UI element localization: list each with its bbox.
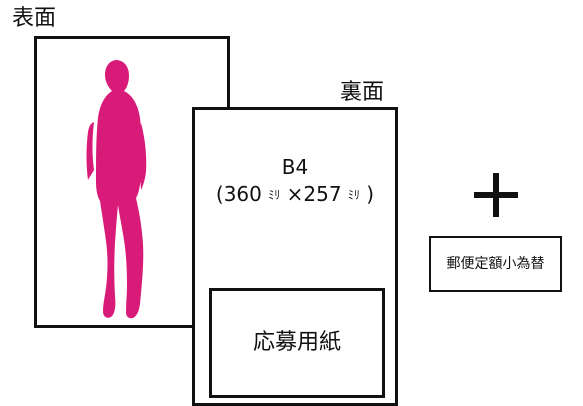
paper-size-prefix: (360 — [215, 182, 262, 206]
plus-icon — [474, 173, 518, 217]
paper-size-times: ×257 — [286, 182, 342, 206]
paper-size-unit-2: ﾐﾘ — [347, 188, 360, 202]
back-side-label: 裏面 — [340, 80, 385, 105]
postal-money-order-box: 郵便定額小為替 — [429, 236, 562, 292]
paper-size-name: B4 — [281, 155, 309, 179]
application-form-label: 応募用紙 — [252, 330, 341, 355]
front-side-label: 表面 — [12, 6, 57, 31]
paper-size-suffix: ) — [366, 182, 375, 206]
person-silhouette-icon — [86, 60, 147, 319]
postal-money-order-label: 郵便定額小為替 — [446, 256, 545, 272]
paper-size-dimensions: (360 ﾐﾘ ×257 ﾐﾘ ) — [195, 182, 395, 206]
back-side-card: B4 (360 ﾐﾘ ×257 ﾐﾘ ) 応募用紙 — [192, 107, 398, 406]
application-form-box: 応募用紙 — [209, 288, 385, 398]
paper-size-unit-1: ﾐﾘ — [268, 188, 281, 202]
